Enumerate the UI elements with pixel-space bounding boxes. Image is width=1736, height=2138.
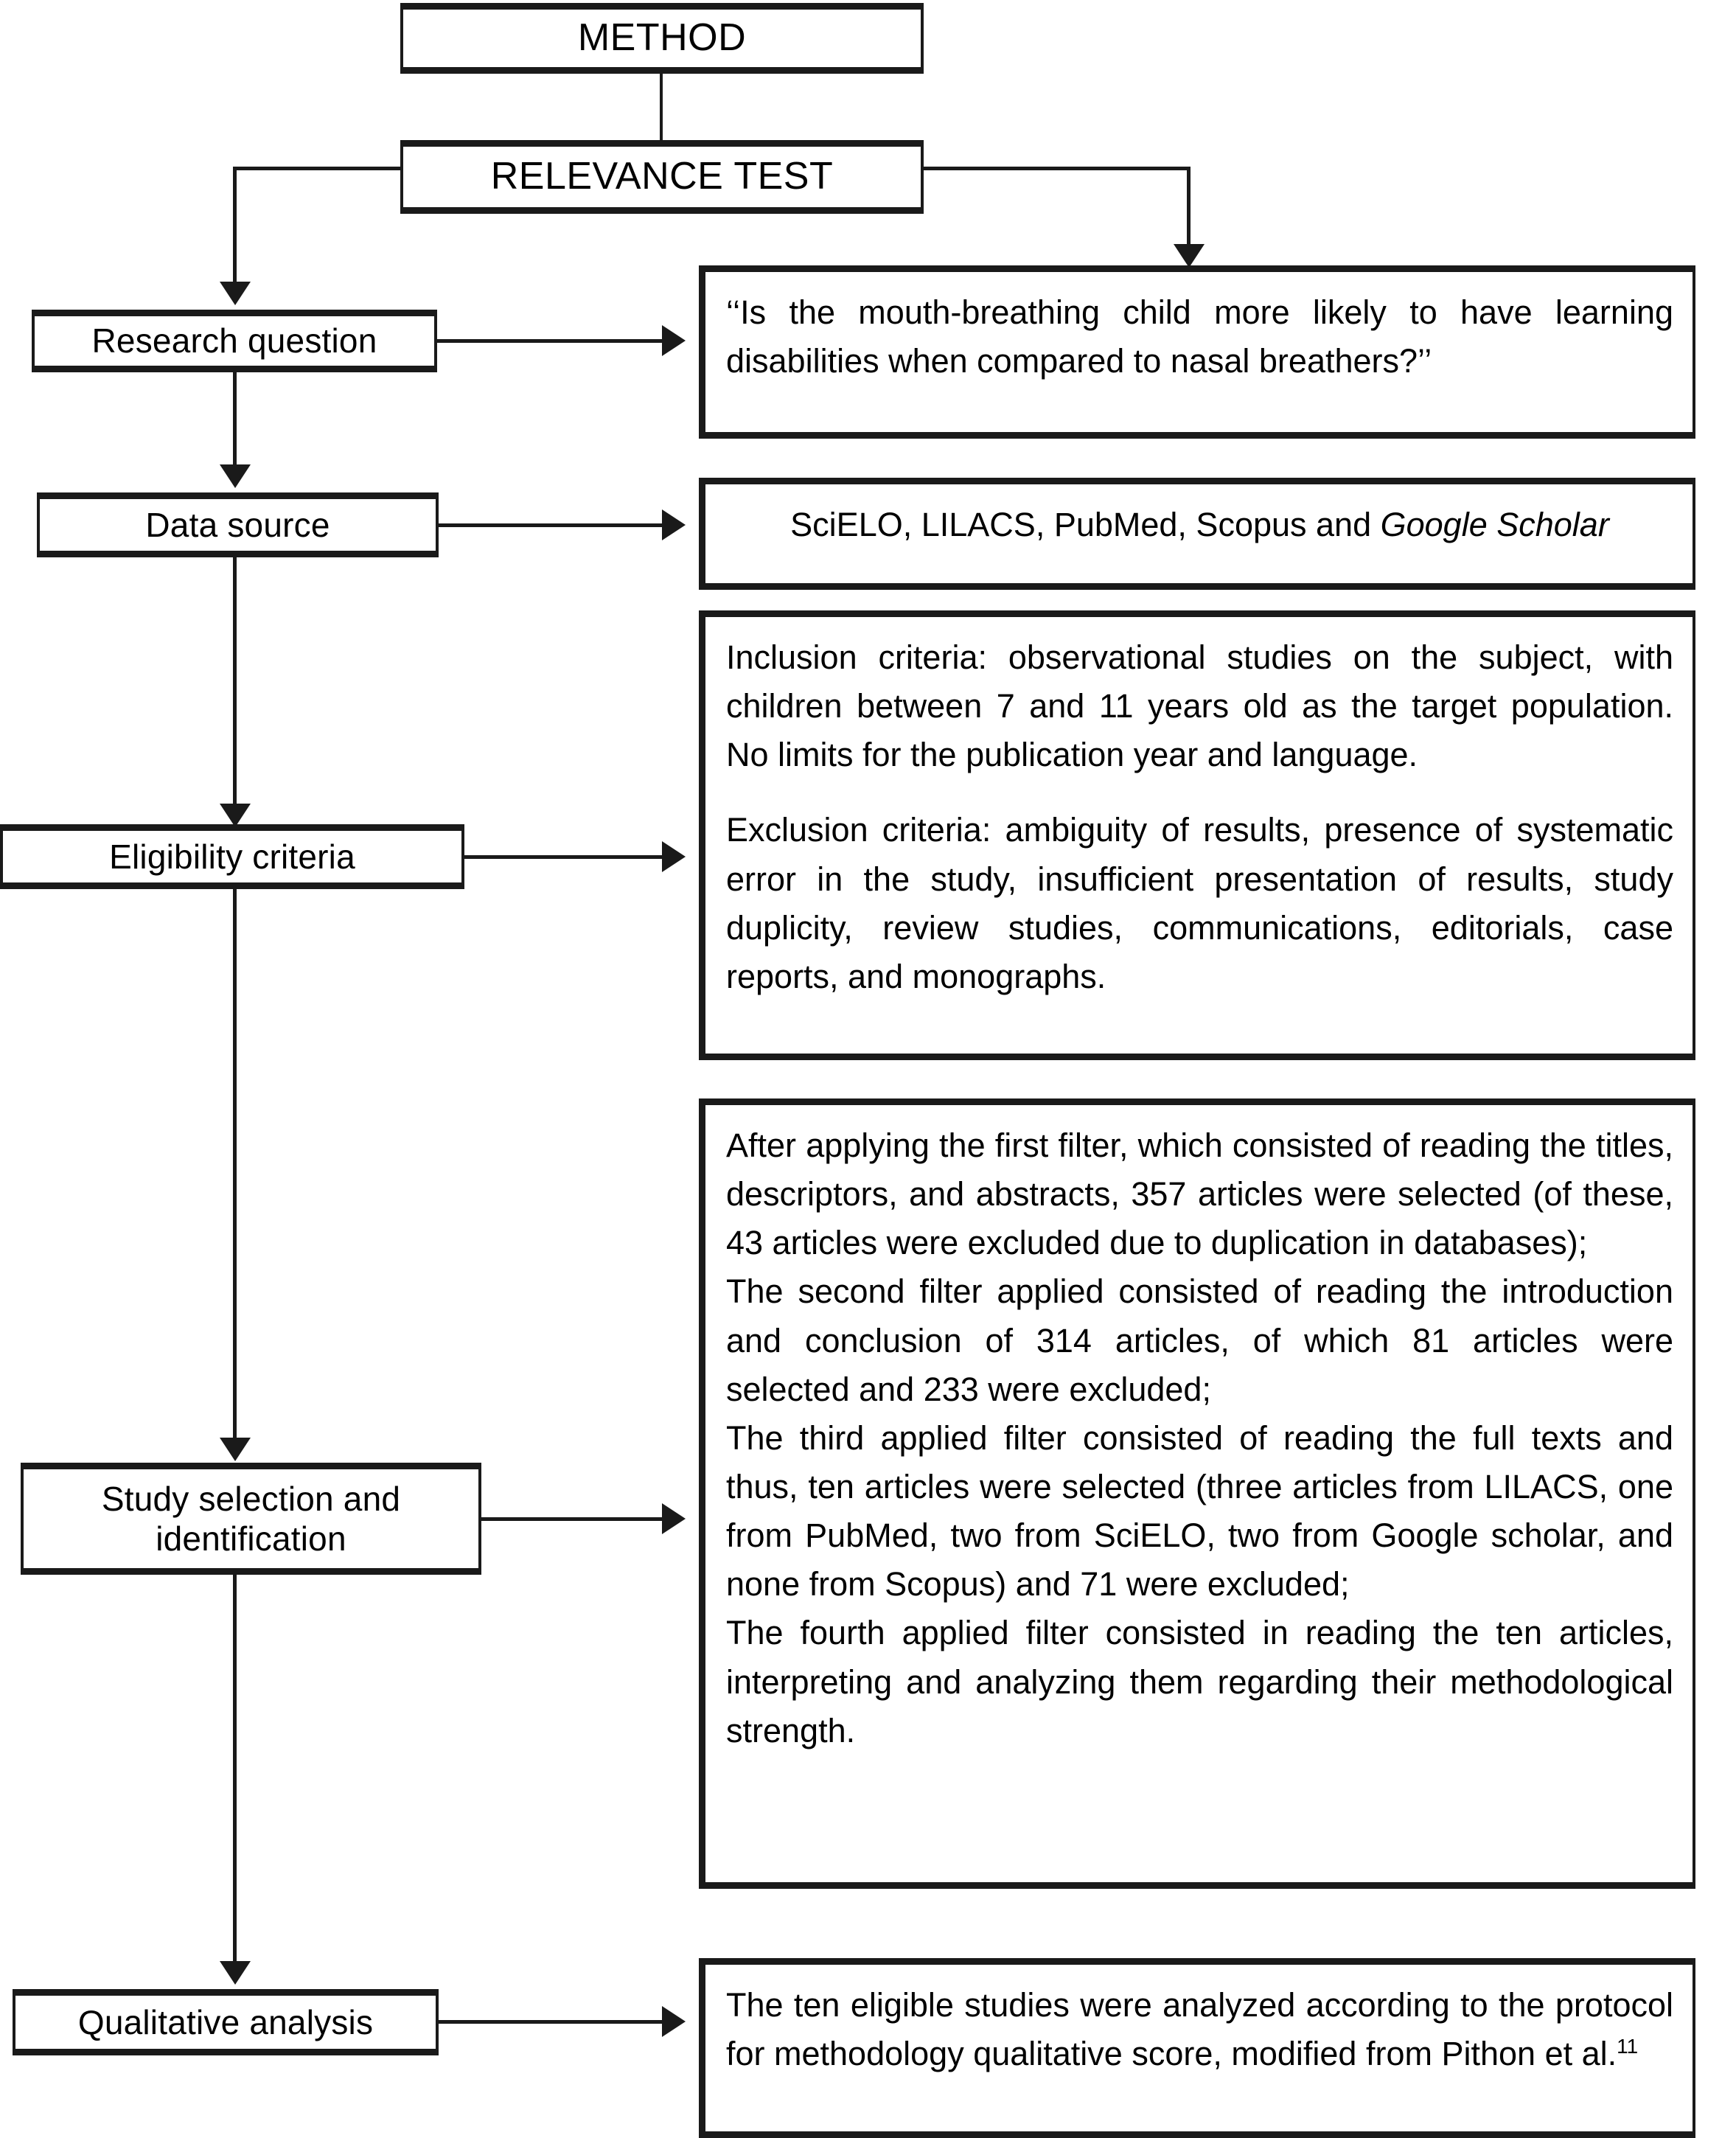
method-label: METHOD <box>577 16 747 60</box>
connector-relevance-left-v <box>233 167 237 285</box>
detail-filter-4: The fourth applied filter consisted in r… <box>726 1614 1673 1749</box>
detail-filter-1: After applying the first filter, which c… <box>726 1127 1673 1262</box>
arrow-to-data-source <box>220 464 251 488</box>
connector-relevance-right-h <box>921 167 1191 170</box>
stage-label-qualitative-analysis: Qualitative analysis <box>77 2002 374 2041</box>
detail-study-selection-text: After applying the first filter, which c… <box>726 1121 1673 1755</box>
detail-filter-2: The second filter applied consisted of r… <box>726 1272 1673 1408</box>
connector-method-to-relevance <box>660 74 663 147</box>
detail-qualitative-reference: 11 <box>1617 2035 1639 2058</box>
connector-qualitative-to-detail <box>436 2020 665 2024</box>
stage-box-eligibility-criteria: Eligibility criteria <box>0 824 464 889</box>
arrow-qualitative-detail <box>662 2006 686 2037</box>
stage-label-data-source: Data source <box>145 505 330 544</box>
detail-filter-3: The third applied filter consisted of re… <box>726 1418 1673 1604</box>
detail-research-question-text: ‘‘Is the mouth-breathing child more like… <box>726 293 1673 380</box>
stage-label-research-question: Research question <box>91 321 377 361</box>
detail-box-data-source: SciELO, LILACS, PubMed, Scopus and Googl… <box>699 478 1695 590</box>
connector-eligibility-to-detail <box>463 855 665 859</box>
stage-box-qualitative-analysis: Qualitative analysis <box>13 1989 439 2055</box>
detail-data-source-text: SciELO, LILACS, PubMed, Scopus and Googl… <box>726 501 1673 549</box>
detail-box-research-question: ‘‘Is the mouth-breathing child more like… <box>699 265 1695 439</box>
detail-eligibility-text: Inclusion criteria: observational studie… <box>726 633 1673 1001</box>
connector-data-source-to-detail <box>438 523 665 527</box>
detail-box-eligibility-criteria: Inclusion criteria: observational studie… <box>699 610 1695 1060</box>
arrow-to-qualitative-analysis <box>220 1961 251 1985</box>
arrow-to-research-question <box>220 282 251 305</box>
stage-box-study-selection: Study selection and identification <box>21 1463 481 1575</box>
relevance-test-box: RELEVANCE TEST <box>400 140 924 214</box>
connector-study-selection-to-detail <box>479 1517 665 1521</box>
arrow-eligibility-detail <box>662 841 686 872</box>
detail-box-study-selection: After applying the first filter, which c… <box>699 1098 1695 1889</box>
arrow-data-source-detail <box>662 509 686 540</box>
detail-data-source-prefix: SciELO, LILACS, PubMed, Scopus and <box>790 506 1381 543</box>
connector-eligibility-to-study-selection <box>233 889 237 1442</box>
connector-data-source-to-eligibility <box>233 557 237 808</box>
stage-box-research-question: Research question <box>32 310 437 372</box>
arrow-to-eligibility <box>220 804 251 827</box>
arrow-to-research-question-detail <box>1174 244 1205 268</box>
connector-research-question-to-data-source <box>233 372 237 468</box>
detail-qualitative-analysis-text: The ten eligible studies were analyzed a… <box>726 1981 1673 2078</box>
detail-inclusion-criteria: Inclusion criteria: observational studie… <box>726 638 1673 774</box>
arrow-to-study-selection <box>220 1438 251 1461</box>
relevance-test-label: RELEVANCE TEST <box>490 155 834 198</box>
connector-study-selection-to-qualitative <box>233 1575 237 1965</box>
arrow-study-selection-detail <box>662 1503 686 1534</box>
stage-label-study-selection: Study selection and identification <box>101 1479 401 1558</box>
detail-exclusion-criteria: Exclusion criteria: ambiguity of results… <box>726 811 1673 995</box>
stage-label-eligibility-criteria: Eligibility criteria <box>109 837 355 876</box>
connector-relevance-right-v <box>1187 167 1191 248</box>
stage-box-data-source: Data source <box>37 492 439 557</box>
detail-qualitative-prefix: The ten eligible studies were analyzed a… <box>726 1986 1673 2073</box>
detail-box-qualitative-analysis: The ten eligible studies were analyzed a… <box>699 1958 1695 2138</box>
connector-relevance-left-h <box>233 167 402 170</box>
connector-research-question-to-detail <box>436 339 665 343</box>
arrow-research-question-detail <box>662 325 686 356</box>
detail-data-source-italic: Google Scholar <box>1380 506 1609 543</box>
method-box: METHOD <box>400 3 924 74</box>
